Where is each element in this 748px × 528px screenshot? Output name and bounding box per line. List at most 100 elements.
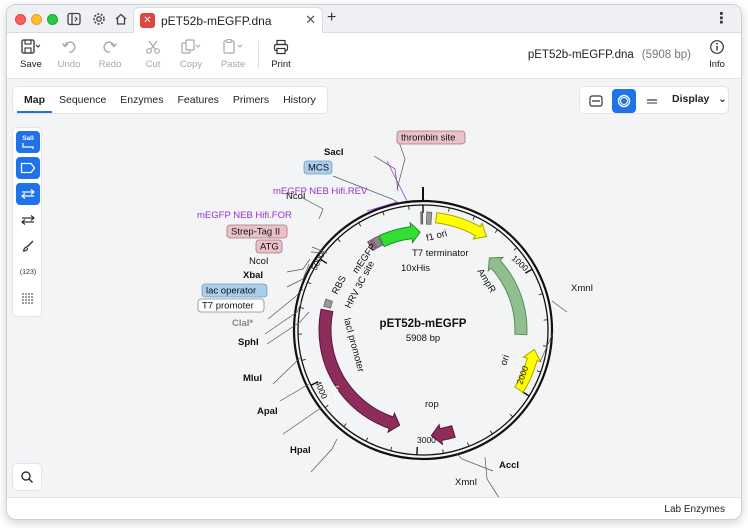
view-tabs: Map Sequence Enzymes Features Primers Hi… <box>12 86 328 114</box>
enzyme-SphI[interactable]: SphI <box>238 337 259 348</box>
enzyme-AccI[interactable]: AccI <box>499 460 519 471</box>
primer-for-label[interactable]: mEGFP NEB Hifi.FOR <box>197 210 292 221</box>
enzyme-ApaI[interactable]: ApaI <box>257 406 278 417</box>
enzyme-NcoI-top[interactable]: NcoI <box>286 191 306 202</box>
tab-enzymes[interactable]: Enzymes <box>120 94 164 106</box>
new-tab-button[interactable]: + <box>327 9 337 26</box>
major-tick <box>319 258 328 265</box>
display-menu-button[interactable]: Display ⌄ <box>672 93 727 105</box>
label-rop: rop <box>425 399 439 410</box>
feature-rop[interactable] <box>430 423 456 446</box>
feature-ori[interactable] <box>514 348 542 393</box>
minor-tick <box>494 229 498 234</box>
backbone-inner <box>297 204 549 456</box>
gear-icon[interactable] <box>90 10 108 28</box>
strand-toggle-tool[interactable] <box>16 183 40 205</box>
thrombin-label[interactable]: thrombin site <box>401 133 455 144</box>
count-tool[interactable]: (123) <box>16 261 40 283</box>
feature-10xHis[interactable] <box>420 211 424 225</box>
feature-lacI-promoter[interactable] <box>323 298 333 309</box>
info-button[interactable]: Info <box>697 37 737 75</box>
feature-arrow-icon <box>20 162 36 174</box>
enzyme-set-label[interactable]: Lab Enzymes <box>664 504 725 515</box>
feature-lacI[interactable] <box>318 308 401 434</box>
file-info: pET52b-mEGFP.dna(5908 bp) <box>528 49 691 61</box>
print-button[interactable]: Print <box>261 37 301 75</box>
sidebar-toggle-icon[interactable] <box>65 10 83 28</box>
zoom-window-button[interactable] <box>47 14 58 25</box>
feature-f1-ori[interactable] <box>435 212 488 240</box>
close-window-button[interactable] <box>15 14 26 25</box>
close-tab-icon[interactable]: ✕ <box>305 12 316 27</box>
label-lac-operator[interactable]: lac operator <box>206 286 256 297</box>
enzyme-XmnI-right[interactable]: XmnI <box>571 283 593 294</box>
arrows-icon <box>21 215 35 225</box>
scale-ticks <box>298 187 548 455</box>
scissors-icon <box>146 40 160 54</box>
paste-button[interactable]: Paste <box>213 37 253 75</box>
more-menu-icon[interactable]: ⋮ <box>714 10 729 27</box>
minor-tick <box>358 222 362 227</box>
major-tick <box>524 268 533 274</box>
enzyme-NcoI-mid[interactable]: NcoI <box>249 256 269 267</box>
feature-RBS-HRV[interactable] <box>371 235 384 249</box>
tab-history[interactable]: History <box>283 94 316 106</box>
cut-button[interactable]: Cut <box>133 37 173 75</box>
app-window: ✕ pET52b-mEGFP.dna ✕ + ⋮ Save Undo Redo … <box>6 4 742 520</box>
paste-icon <box>223 39 243 54</box>
copy-button[interactable]: Copy <box>171 37 211 75</box>
enzyme-MluI[interactable]: MluI <box>243 373 262 384</box>
document-tab-title: pET52b-mEGFP.dna <box>161 14 272 28</box>
label-ATG[interactable]: ATG <box>260 242 279 253</box>
home-icon[interactable] <box>112 10 130 28</box>
search-button[interactable] <box>12 463 42 491</box>
left-toolbar: SalI (123) <box>12 127 42 317</box>
plasmid-map[interactable]: f1 ori T7 terminator 10xHis mEGFP RBS HR… <box>47 119 697 520</box>
enzyme-XmnI-bottom[interactable]: XmnI <box>455 477 477 488</box>
linear-map-icon <box>589 95 603 107</box>
document-tab[interactable]: ✕ pET52b-mEGFP.dna ✕ <box>133 7 323 33</box>
save-button[interactable]: Save <box>11 37 51 75</box>
minor-tick <box>472 215 475 220</box>
brush-icon <box>22 240 34 252</box>
count-label: (123) <box>19 268 37 276</box>
label-T7-promoter[interactable]: T7 promoter <box>202 301 254 312</box>
tab-primers[interactable]: Primers <box>232 94 270 106</box>
enzyme-SacI[interactable]: SacI <box>324 147 344 158</box>
tab-map[interactable]: Map <box>17 87 52 113</box>
minimize-window-button[interactable] <box>31 14 42 25</box>
enzyme-ClaI[interactable]: ClaI* <box>232 318 253 329</box>
minor-tick <box>324 404 329 409</box>
orientation-tool[interactable] <box>16 209 40 231</box>
tab-sequence[interactable]: Sequence <box>59 94 107 106</box>
save-label: Save <box>20 59 42 70</box>
tab-features[interactable]: Features <box>177 94 219 106</box>
copy-icon <box>181 39 201 54</box>
feature-T7-terminator[interactable] <box>425 211 433 225</box>
label-strep-tag[interactable]: Strep-Tag II <box>231 227 280 238</box>
toolbar-divider <box>258 41 259 69</box>
feature-tool[interactable] <box>16 157 40 179</box>
label-lacI-promoter: lacI promoter <box>341 317 366 373</box>
linear-view-button[interactable] <box>584 89 608 113</box>
t7-promoter-box <box>197 298 265 313</box>
redo-button[interactable]: Redo <box>90 37 130 75</box>
enzyme-XbaI[interactable]: XbaI <box>243 270 263 281</box>
list-tool[interactable] <box>16 287 40 309</box>
annotate-tool[interactable] <box>16 235 40 257</box>
minor-tick <box>509 413 514 418</box>
plasmid-name: pET52b-mEGFP <box>380 318 467 330</box>
sequence-view-button[interactable] <box>640 89 664 113</box>
primer-rev-label[interactable]: mEGFP NEB Hifi.REV <box>273 186 368 197</box>
feature-AmpR[interactable] <box>487 256 528 336</box>
feature-mEGFP[interactable] <box>378 221 421 248</box>
redo-label: Redo <box>98 59 122 70</box>
circular-view-button[interactable] <box>612 89 636 113</box>
label-MCS[interactable]: MCS <box>308 163 329 174</box>
enzyme-cut-tool[interactable]: SalI <box>16 131 40 153</box>
file-name: pET52b-mEGFP.dna <box>527 49 634 61</box>
feature-strep-tag[interactable] <box>367 239 377 251</box>
enzyme-HpaI[interactable]: HpaI <box>290 445 311 456</box>
undo-icon <box>61 41 76 53</box>
undo-button[interactable]: Undo <box>49 37 89 75</box>
